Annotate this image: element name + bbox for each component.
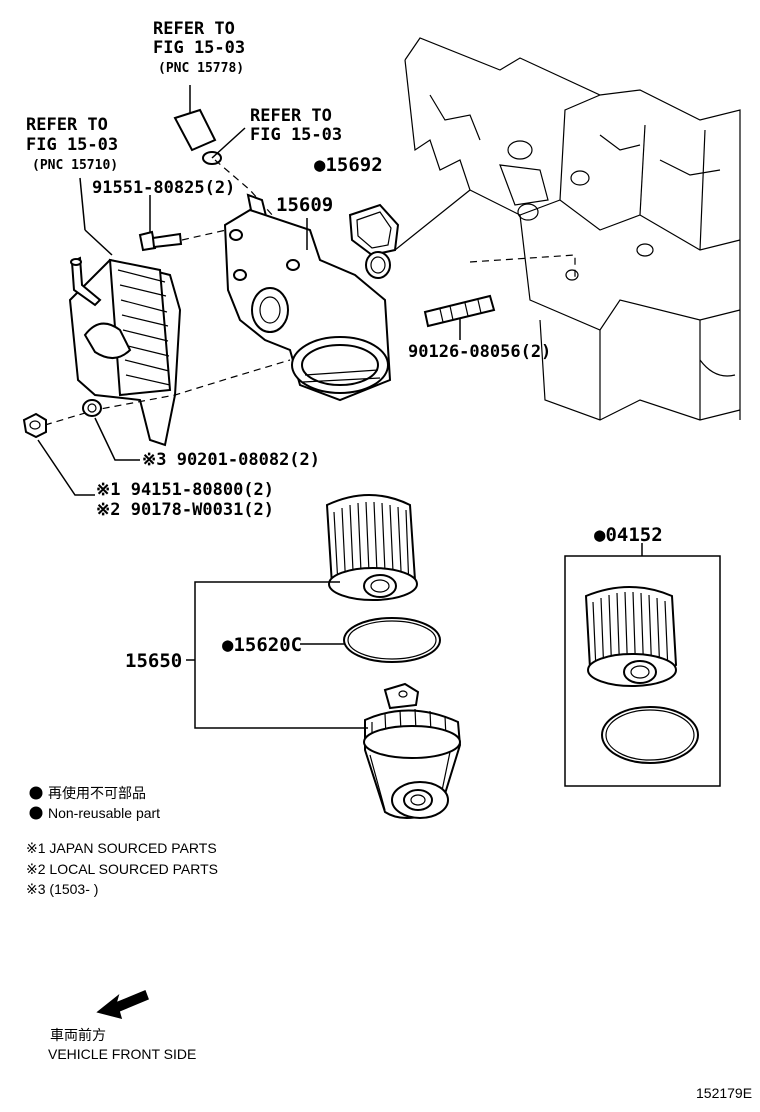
o-ring-15620c-drawing (343, 617, 441, 663)
refer-note-hose-clamp: REFER TO FIG 15-03 (250, 106, 342, 145)
filter-element-drawing (325, 494, 418, 601)
figure-id: 152179E (696, 1085, 752, 1101)
part-label-15650[interactable]: 15650 (125, 650, 182, 672)
part-label-15609[interactable]: 15609 (276, 194, 333, 216)
refer-line1: REFER TO (250, 106, 332, 126)
refer-line1: REFER TO (26, 115, 108, 135)
refer-line2: FIG 15-03 (26, 135, 118, 155)
refer-line2: FIG 15-03 (153, 38, 245, 58)
stud-90126-drawing (423, 294, 496, 340)
alignment-line (44, 359, 291, 426)
refer-note-pnc-15778: REFER TO FIG 15-03 (PNC 15778) (153, 19, 245, 76)
vehicle-front-indicator: 車両前方 VEHICLE FRONT SIDE (48, 990, 196, 1062)
kit-04152-box (564, 543, 721, 787)
part-label-15620c[interactable]: ●15620C (222, 634, 302, 656)
engine-block-drawing (394, 37, 741, 421)
bracket-15609-drawing (223, 208, 392, 402)
refer-line3: (PNC 15710) (32, 158, 118, 173)
refer-line3: (PNC 15778) (158, 61, 244, 76)
note-3: ※3 (1503- ) (26, 881, 98, 897)
note-1: ※1 JAPAN SOURCED PARTS (26, 840, 217, 856)
front-arrow-icon (96, 990, 149, 1020)
dot-bullet-icon (29, 806, 43, 820)
dot-bullet-icon (29, 786, 43, 800)
part-label-90178[interactable]: ※2 90178-W0031(2) (96, 500, 274, 520)
front-label-jp: 車両前方 (50, 1027, 106, 1043)
part-label-91551[interactable]: 91551-80825(2) (92, 178, 235, 198)
nut-and-washer-drawing (22, 399, 140, 496)
footnotes: ※1 JAPAN SOURCED PARTS ※2 LOCAL SOURCED … (26, 840, 218, 897)
part-label-04152[interactable]: ●04152 (594, 524, 663, 546)
part-label-90126[interactable]: 90126-08056(2) (408, 342, 551, 362)
refer-line2: FIG 15-03 (250, 125, 342, 145)
bolt-91551-drawing (138, 195, 236, 252)
part-label-15692[interactable]: ●15692 (314, 154, 383, 176)
note-2: ※2 LOCAL SOURCED PARTS (26, 861, 218, 877)
filter-cap-drawing (363, 682, 462, 819)
legend-en: Non-reusable part (48, 805, 160, 821)
part-label-90201[interactable]: ※3 90201-08082(2) (142, 450, 320, 470)
part-label-94151[interactable]: ※1 94151-80800(2) (96, 480, 274, 500)
refer-note-pnc-15710: REFER TO FIG 15-03 (PNC 15710) (26, 115, 118, 173)
group-bracket-15650 (194, 581, 368, 729)
front-label-en: VEHICLE FRONT SIDE (48, 1046, 196, 1062)
legend-jp: 再使用不可部品 (48, 785, 146, 801)
gasket-15692-drawing (348, 203, 400, 279)
legend: 再使用不可部品 Non-reusable part (29, 785, 160, 821)
refer-line1: REFER TO (153, 19, 235, 39)
